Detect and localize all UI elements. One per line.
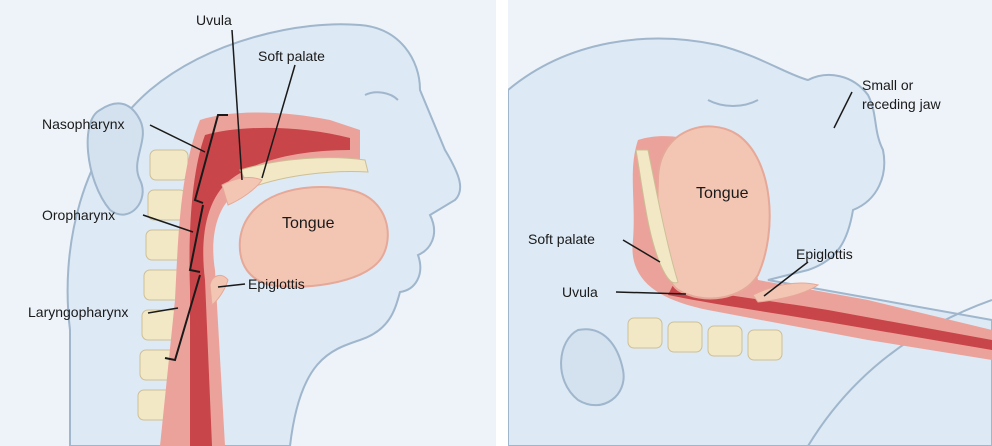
- label-oropharynx: Oropharynx: [42, 207, 115, 223]
- label-uvula-right: Uvula: [562, 284, 598, 300]
- left-illustration: [0, 0, 496, 446]
- label-uvula-left: Uvula: [196, 12, 232, 28]
- label-epiglottis-right: Epiglottis: [796, 246, 853, 262]
- left-tongue-shape: [240, 187, 388, 287]
- label-tongue-right: Tongue: [696, 186, 749, 202]
- label-small-receding-jaw: Small or receding jaw: [862, 76, 941, 114]
- left-panel-upright-airway: Uvula Soft palate Nasopharynx Oropharynx…: [0, 0, 496, 446]
- label-soft-palate-right: Soft palate: [528, 231, 595, 247]
- label-soft-palate-left: Soft palate: [258, 48, 325, 64]
- right-panel-supine-airway: Small or receding jaw Tongue Soft palate…: [508, 0, 992, 446]
- panel-divider: [496, 0, 508, 446]
- label-nasopharynx: Nasopharynx: [42, 116, 125, 132]
- label-epiglottis-left: Epiglottis: [248, 276, 305, 292]
- label-laryngopharynx: Laryngopharynx: [28, 304, 128, 320]
- label-tongue-left: Tongue: [282, 216, 335, 232]
- right-illustration: [508, 0, 992, 446]
